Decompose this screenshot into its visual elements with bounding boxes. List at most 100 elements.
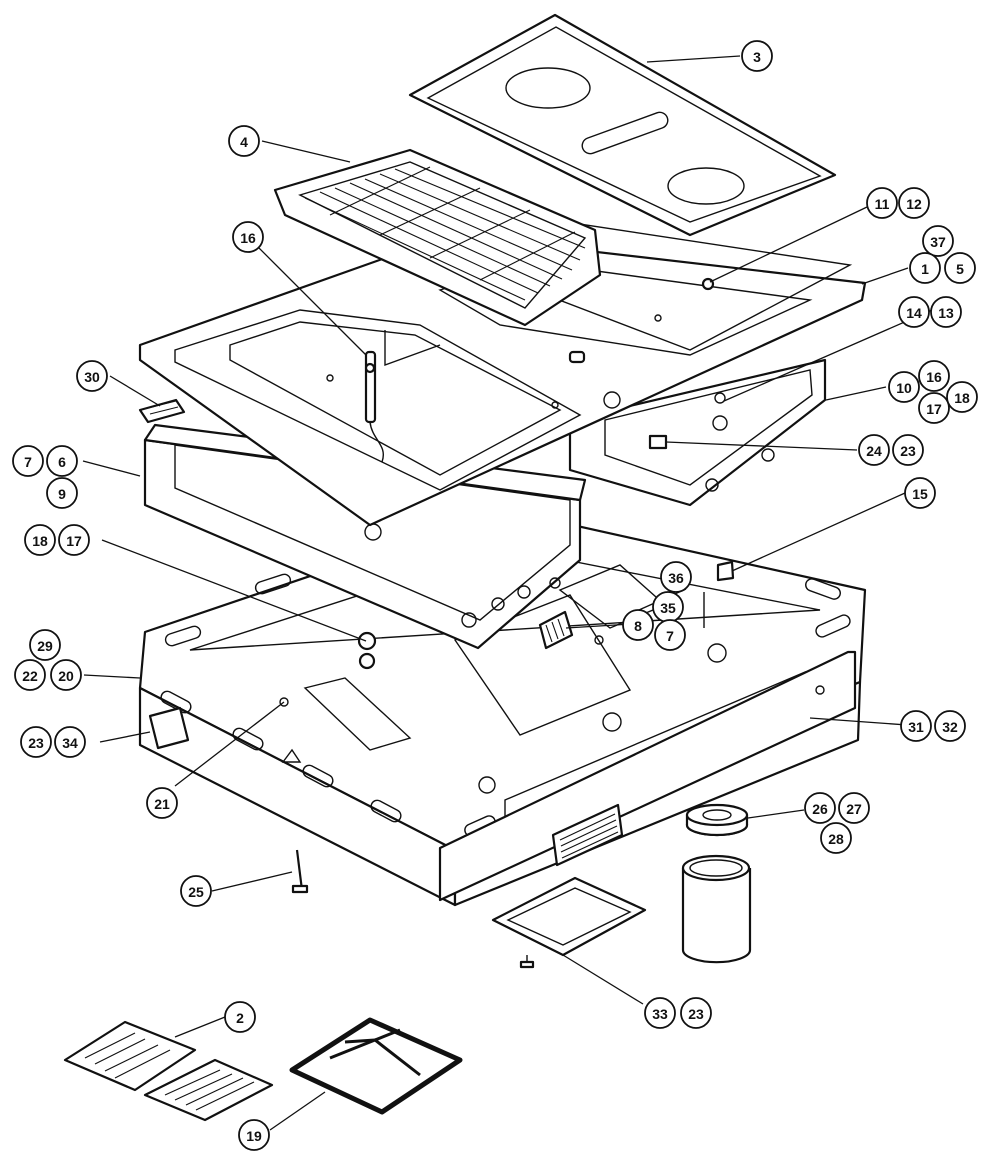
callout-label: 5 [956, 261, 964, 277]
callout-label: 29 [37, 638, 53, 654]
callout-label: 27 [846, 801, 862, 817]
callout-c32: 32 [934, 710, 966, 742]
callout-label: 28 [828, 831, 844, 847]
callout-label: 23 [900, 443, 916, 459]
callout-circle [741, 40, 773, 72]
callout-label: 18 [32, 533, 48, 549]
callout-circle [29, 629, 61, 661]
callout-label: 16 [240, 230, 256, 246]
callout-label: 35 [660, 600, 676, 616]
callout-c37: 37 [922, 225, 954, 257]
callout-label: 6 [58, 454, 66, 470]
callout-label: 9 [58, 486, 66, 502]
callout-c24: 24 [858, 434, 890, 466]
callout-c16b: 16 [918, 360, 950, 392]
callout-c30: 30 [76, 360, 108, 392]
callout-c23c: 23 [680, 997, 712, 1029]
callout-circle [930, 296, 962, 328]
callout-label: 11 [875, 196, 890, 212]
callout-label: 3 [753, 49, 761, 65]
callout-label: 2 [236, 1010, 244, 1026]
callout-label: 20 [58, 668, 74, 684]
callout-c35: 35 [652, 591, 684, 623]
callout-label: 7 [666, 628, 674, 644]
callout-circle [900, 710, 932, 742]
callout-label: 30 [84, 369, 100, 385]
callout-circle [58, 524, 90, 556]
callout-c19: 19 [238, 1119, 270, 1151]
callout-circle [934, 710, 966, 742]
callout-circle [224, 1001, 256, 1033]
callout-circle [228, 125, 260, 157]
front-vent-grille [551, 803, 624, 867]
callout-circle [922, 225, 954, 257]
callout-circle [680, 997, 712, 1029]
callout-c15: 15 [904, 477, 936, 509]
grill-grate [273, 148, 602, 327]
callout-c17b: 17 [58, 524, 90, 556]
callout-label: 31 [908, 719, 924, 735]
callout-circle [660, 561, 692, 593]
callout-c7a: 7 [12, 445, 44, 477]
callout-circle [12, 445, 44, 477]
callout-c20: 20 [50, 659, 82, 691]
jar-assembly [681, 803, 752, 964]
callout-circle [24, 524, 56, 556]
callout-circle [654, 619, 686, 651]
callout-label: 1 [921, 261, 929, 277]
callout-c7b: 7 [654, 619, 686, 651]
callout-circle [944, 252, 976, 284]
callout-label: 18 [954, 390, 970, 406]
callout-label: 23 [28, 735, 44, 751]
callout-circle [838, 792, 870, 824]
bottom-bracket [148, 706, 190, 750]
callout-c9: 9 [46, 477, 78, 509]
callout-circle [820, 822, 852, 854]
callout-label: 33 [652, 1006, 668, 1022]
callout-c28: 28 [820, 822, 852, 854]
callout-c22: 22 [14, 659, 46, 691]
callout-circle [46, 445, 78, 477]
callout-circle [622, 609, 654, 641]
bolt [291, 849, 309, 894]
callout-c1: 1 [909, 252, 941, 284]
callout-circle [50, 659, 82, 691]
callout-label: 32 [942, 719, 958, 735]
callout-circle [76, 360, 108, 392]
callout-c5: 5 [944, 252, 976, 284]
callout-label: 21 [154, 796, 170, 812]
callout-c31: 31 [900, 710, 932, 742]
callout-c3: 3 [741, 40, 773, 72]
access-panel [491, 876, 647, 969]
callout-c12: 12 [898, 187, 930, 219]
burner-grate [289, 1017, 463, 1115]
callout-c34: 34 [54, 726, 86, 758]
callout-circle [858, 434, 890, 466]
callout-circle [54, 726, 86, 758]
callout-c2: 2 [224, 1001, 256, 1033]
callout-c25: 25 [180, 875, 212, 907]
callout-label: 25 [188, 884, 204, 900]
callout-circle [804, 792, 836, 824]
callout-label: 19 [246, 1128, 262, 1144]
callout-circle [14, 659, 46, 691]
callout-label: 24 [866, 443, 882, 459]
callout-label: 23 [688, 1006, 704, 1022]
callout-circle [644, 997, 676, 1029]
callout-c11: 11 [866, 187, 898, 219]
callout-c16a: 16 [232, 221, 264, 253]
sensor-probe [364, 350, 384, 463]
callout-label: 34 [62, 735, 78, 751]
callout-c23b: 23 [20, 726, 52, 758]
callout-c8: 8 [622, 609, 654, 641]
callout-c27: 27 [838, 792, 870, 824]
callout-label: 8 [634, 618, 642, 634]
callout-label: 26 [812, 801, 828, 817]
callout-circle [946, 381, 978, 413]
callout-circle [888, 371, 920, 403]
burner-element [538, 610, 574, 650]
callout-c6: 6 [46, 445, 78, 477]
callout-c21: 21 [146, 787, 178, 819]
